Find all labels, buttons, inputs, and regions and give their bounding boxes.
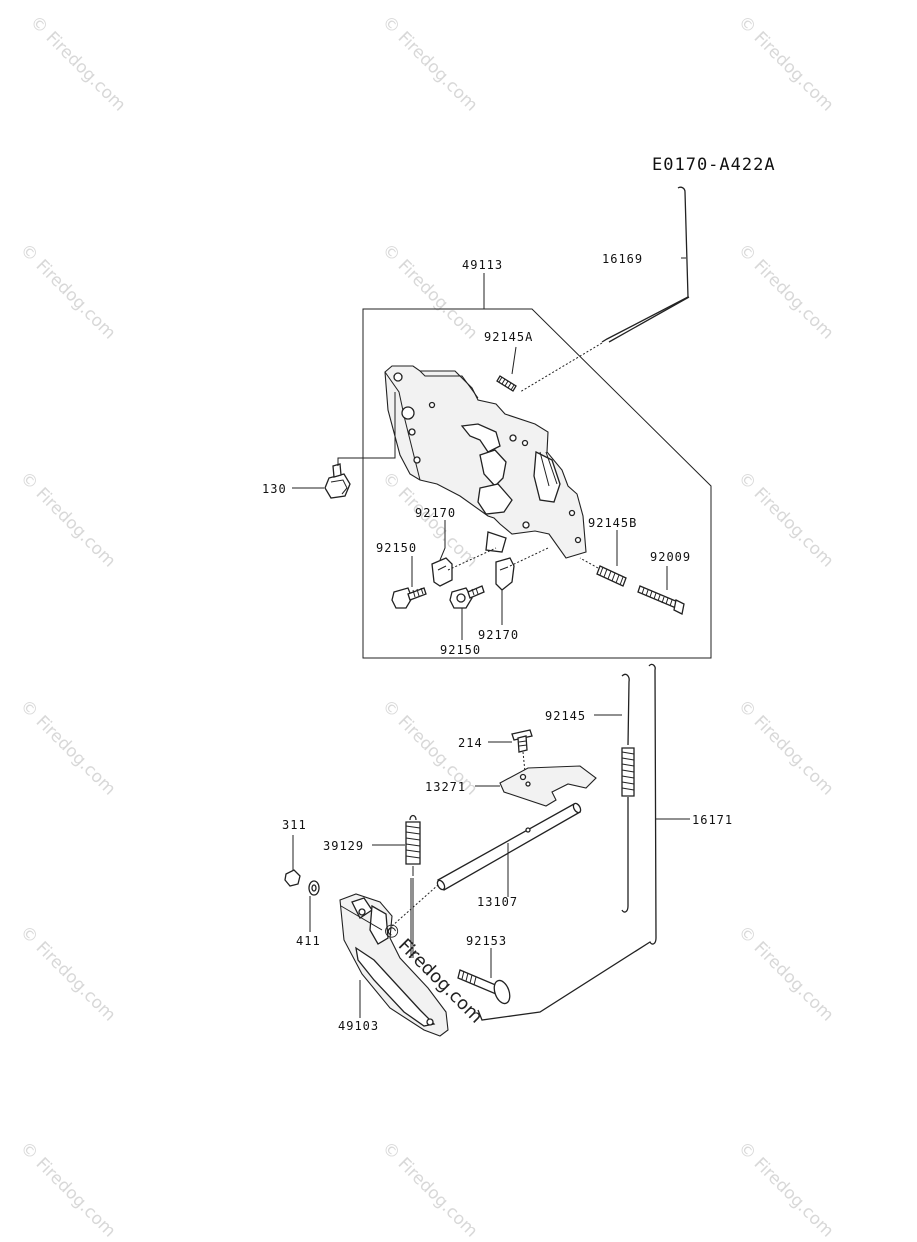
part-92150-screw-left: [391, 587, 427, 609]
part-16171-rod: [477, 663, 657, 1021]
part-governor-plate: [384, 365, 587, 559]
part-16169-rod-edge: [608, 296, 690, 343]
callout-92170-bottom: 92170: [478, 628, 520, 642]
part-92145A-spring: [496, 375, 517, 392]
leader-130-bracket: [337, 392, 396, 466]
leader-214-dash: [522, 751, 526, 773]
callout-311: 311: [282, 818, 307, 832]
callout-411: 411: [296, 934, 321, 948]
leader-16169-dash: [519, 342, 603, 393]
part-92009-screw: [637, 585, 685, 615]
part-92145B-spring: [596, 565, 627, 587]
assembly-guide: [391, 884, 439, 927]
leader-92145B-dash: [579, 557, 599, 569]
part-39129-spring: [405, 814, 421, 876]
callout-92145: 92145: [545, 709, 587, 723]
callout-16171: 16171: [692, 813, 734, 827]
callout-92145B: 92145B: [588, 516, 638, 530]
diagram-code: E0170-A422A: [652, 155, 776, 175]
callout-92150-bottom: 92150: [440, 643, 482, 657]
line-art: [284, 186, 712, 1037]
callout-49103: 49103: [338, 1019, 380, 1033]
callout-49113: 49113: [462, 258, 504, 272]
leader-92145A: [511, 346, 517, 375]
parts-diagram: © Firedog.com © Firedog.com © Firedog.co…: [16, 12, 838, 1242]
part-92145-spring: [621, 673, 635, 913]
spring-hook-line: [410, 878, 414, 958]
part-130-bolt: [324, 463, 351, 499]
leader-92170-lower-dash: [509, 547, 549, 567]
callout-92150-left: 92150: [376, 541, 418, 555]
part-214-screw: [511, 729, 533, 753]
part-13271-plate: [499, 765, 597, 807]
part-92170-clip-lower: [495, 557, 515, 591]
callout-214: 214: [458, 736, 483, 750]
part-92150-screw-bottom: [449, 585, 485, 609]
callout-92009: 92009: [650, 550, 692, 564]
leader-92170-upper: [439, 520, 446, 561]
callout-16169: 16169: [602, 252, 644, 266]
callout-92145A: 92145A: [484, 330, 534, 344]
part-13107-shaft: [436, 802, 582, 891]
part-49103-lever: [339, 893, 449, 1037]
leader-92170-upper-dash: [447, 547, 497, 571]
part-311-nut: [284, 869, 301, 887]
lever-link-line: [340, 905, 383, 931]
callout-39129: 39129: [323, 839, 365, 853]
part-16169-rod: [601, 186, 689, 343]
assembly-frame: [362, 308, 712, 659]
part-92153-pin: [457, 969, 511, 1005]
part-411-washer: [308, 880, 320, 896]
callout-130: 130: [262, 482, 287, 496]
callout-13107: 13107: [477, 895, 519, 909]
callout-92170-top: 92170: [415, 506, 457, 520]
callout-13271: 13271: [425, 780, 467, 794]
callout-92153: 92153: [466, 934, 508, 948]
part-92170-clip-upper: [431, 557, 453, 587]
